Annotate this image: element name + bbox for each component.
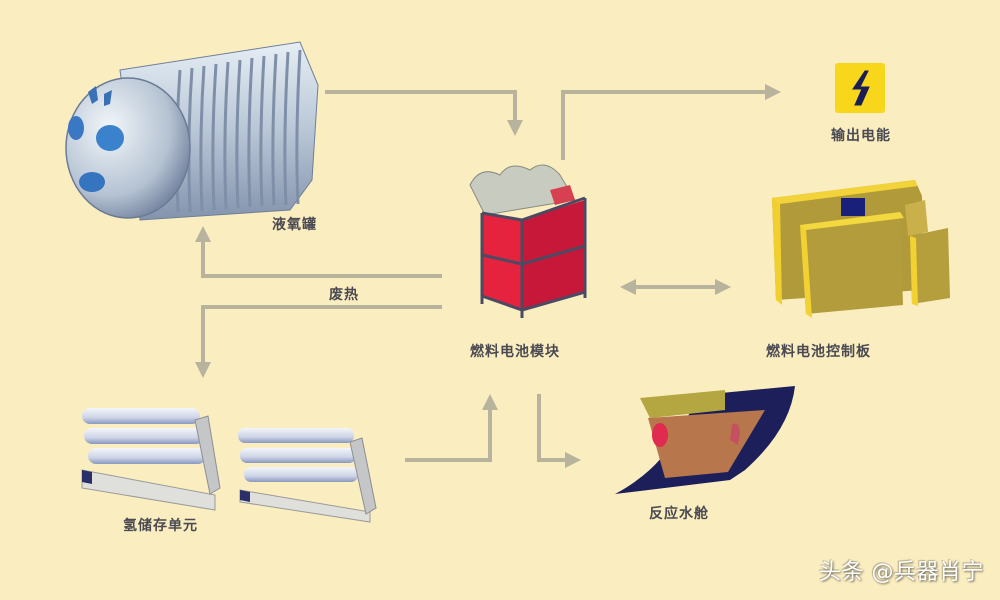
lightning-bolt-icon: [852, 70, 870, 106]
tank-port-icon: [68, 116, 84, 140]
fuel-cell-module-label: 燃料电池模块: [470, 344, 560, 360]
arrow-fuelcell-to-power: [561, 84, 781, 160]
arrow-wasteheat-to-hydrogen: [195, 305, 442, 378]
arrow-wasteheat-to-tank: [195, 226, 442, 278]
waste-heat-label: 废热: [329, 287, 359, 303]
arrow-hydrogen-to-fuelcell: [405, 394, 498, 462]
power-output-label: 输出电能: [831, 128, 891, 144]
hydrogen-rack-2: [238, 428, 377, 523]
hydrogen-storage-unit-label: 氢储存单元: [123, 518, 198, 534]
arrow-tank-to-fuelcell: [325, 90, 523, 136]
control-display-icon: [841, 198, 865, 216]
reaction-water-tank-label: 反应水舱: [649, 506, 709, 522]
hydrogen-rack-1: [81, 408, 221, 511]
tank-port-icon: [79, 172, 105, 192]
arrow-fuelcell-to-watertank: [537, 394, 581, 468]
watermark: 头条 @兵器肖宁: [819, 560, 984, 585]
power-output-node: [835, 63, 885, 113]
tank-port-icon: [96, 125, 124, 151]
liquid-oxygen-tank-label: 液氧罐: [272, 217, 317, 233]
fuel-cell-control-board-label: 燃料电池控制板: [766, 344, 871, 360]
